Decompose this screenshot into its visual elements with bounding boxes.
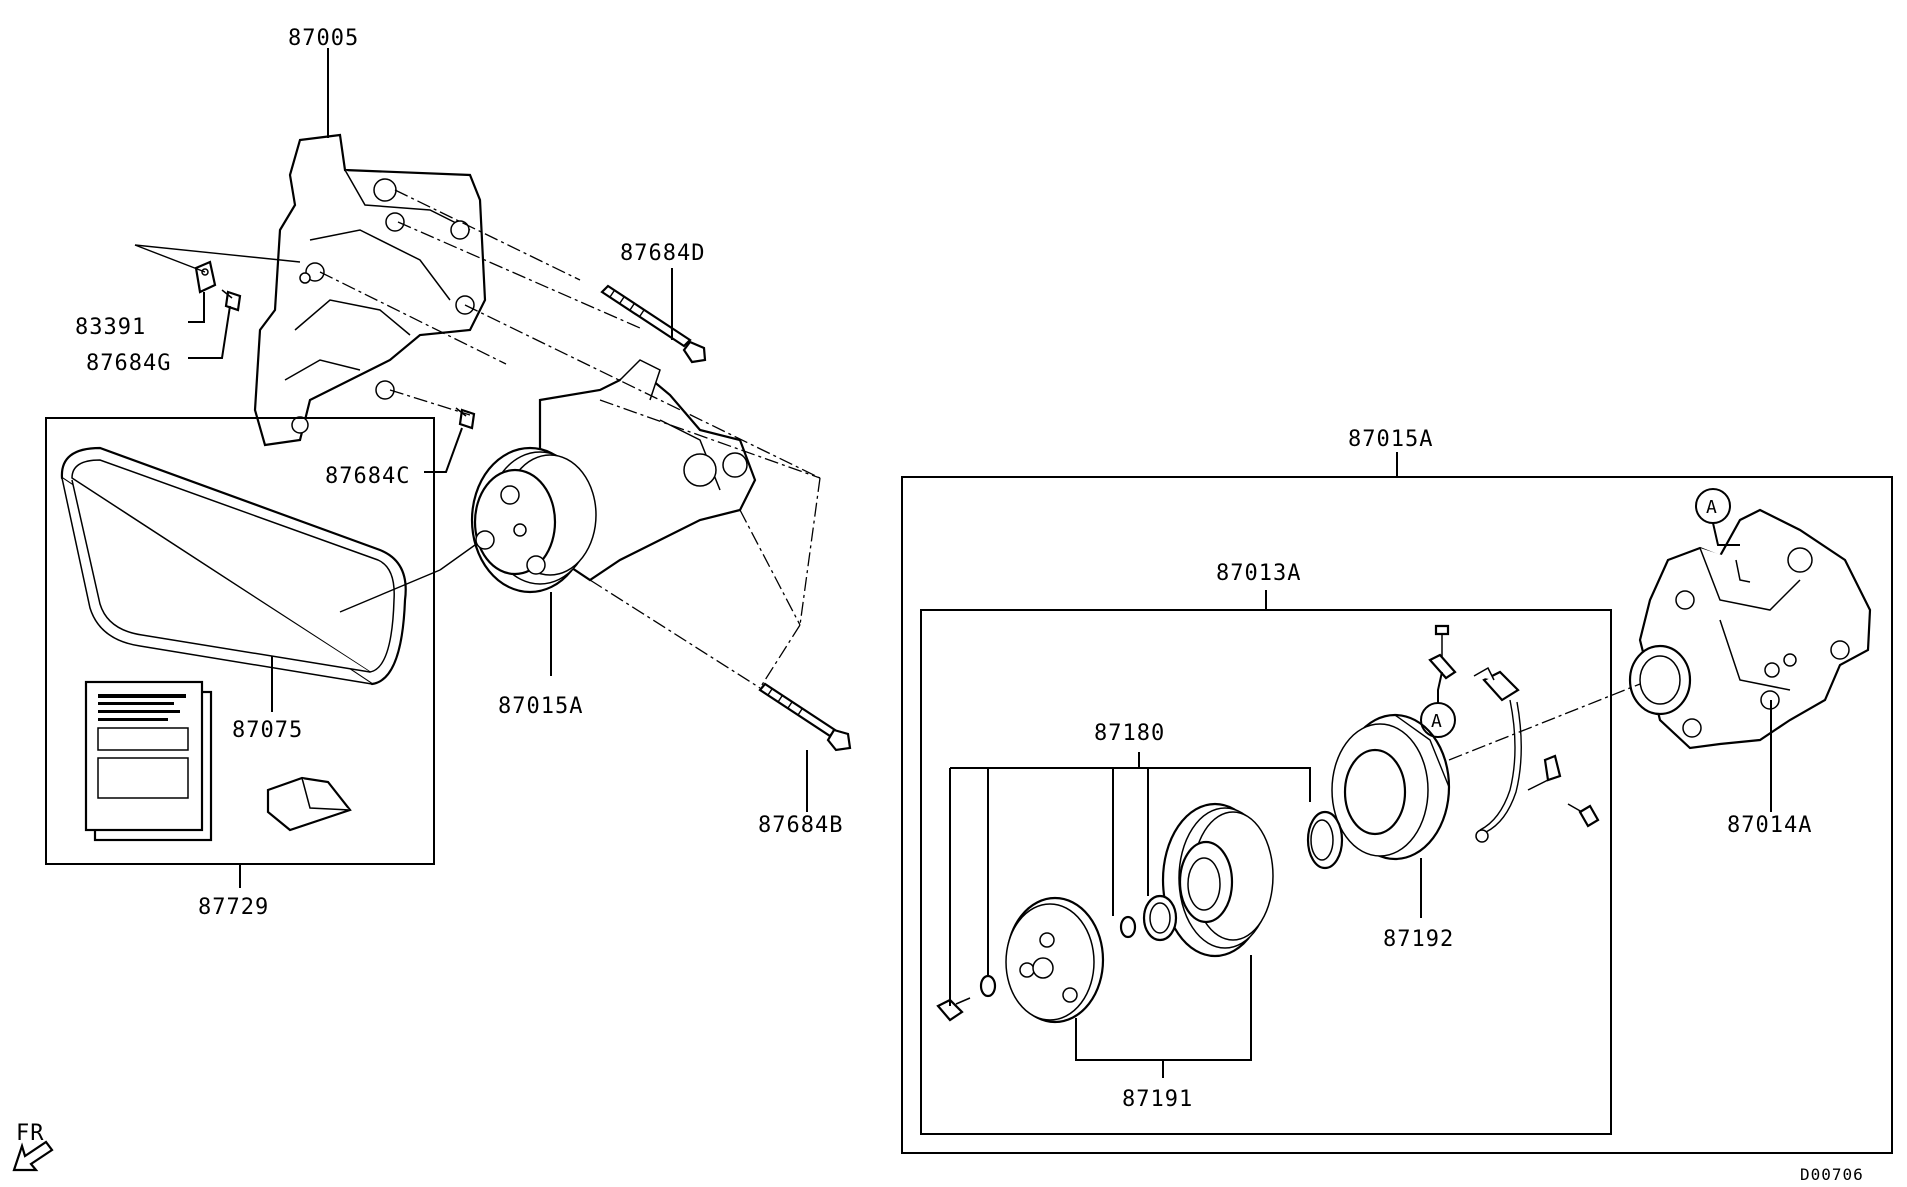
wire-clamp-bracket[interactable] bbox=[1428, 624, 1457, 680]
label-87729: 87729 bbox=[198, 895, 269, 920]
label-87075: 87075 bbox=[232, 718, 303, 743]
bolt-87684B[interactable] bbox=[758, 682, 852, 752]
svg-text:A: A bbox=[1431, 711, 1443, 732]
label-83391: 83391 bbox=[75, 315, 146, 340]
label-87005: 87005 bbox=[288, 26, 359, 51]
shim-washer[interactable] bbox=[1119, 915, 1137, 939]
alignment-lines-left bbox=[319, 189, 821, 689]
clutch-pulley[interactable] bbox=[1161, 802, 1274, 958]
label-87015A-box: 87015A bbox=[1348, 427, 1433, 452]
label-87684C: 87684C bbox=[325, 464, 410, 489]
coil-wire-harness[interactable] bbox=[1473, 666, 1562, 843]
label-87684G: 87684G bbox=[86, 351, 171, 376]
label-87015A-left: 87015A bbox=[498, 694, 583, 719]
svg-text:FR: FR bbox=[16, 1121, 45, 1146]
snap-ring-small[interactable] bbox=[1142, 894, 1178, 942]
drawing-code: D00706 bbox=[1800, 1165, 1864, 1184]
compressor-bracket-87005[interactable] bbox=[253, 133, 487, 447]
bracket-83391[interactable] bbox=[194, 260, 217, 294]
label-87180: 87180 bbox=[1094, 721, 1165, 746]
label-87192: 87192 bbox=[1383, 927, 1454, 952]
label-87014A: 87014A bbox=[1727, 813, 1812, 838]
leader-87191 bbox=[1075, 955, 1252, 1078]
compressor-assembly-87015A[interactable] bbox=[470, 359, 757, 594]
field-coil-87192[interactable] bbox=[1331, 713, 1451, 861]
callout-a-compressor: A bbox=[1695, 488, 1740, 546]
snap-ring-large[interactable] bbox=[1306, 810, 1344, 870]
clutch-center-bolt[interactable] bbox=[936, 997, 971, 1022]
compressor-body-87014A[interactable] bbox=[1628, 508, 1872, 750]
callout-a-bracket: A bbox=[1420, 671, 1456, 738]
leader-lines-left bbox=[134, 48, 808, 888]
clutch-armature-plate[interactable] bbox=[1005, 896, 1105, 1024]
alignment-line-coil bbox=[1448, 683, 1641, 761]
front-direction-indicator: FR bbox=[12, 1121, 54, 1172]
clutch-washer[interactable] bbox=[979, 974, 997, 998]
label-87684B: 87684B bbox=[758, 813, 843, 838]
drive-belt-87075[interactable] bbox=[60, 446, 407, 686]
instruction-label bbox=[84, 680, 213, 842]
harness-screw[interactable] bbox=[1567, 803, 1600, 828]
tensioner-tool bbox=[266, 776, 352, 832]
svg-text:A: A bbox=[1706, 497, 1718, 518]
bolt-87684G[interactable] bbox=[221, 289, 242, 312]
bolt-87684D[interactable] bbox=[600, 284, 707, 364]
bolt-87684C[interactable] bbox=[455, 407, 476, 430]
label-87191: 87191 bbox=[1122, 1087, 1193, 1112]
label-87684D: 87684D bbox=[620, 241, 705, 266]
label-87013A: 87013A bbox=[1216, 561, 1301, 586]
leader-87180 bbox=[949, 752, 1311, 1006]
